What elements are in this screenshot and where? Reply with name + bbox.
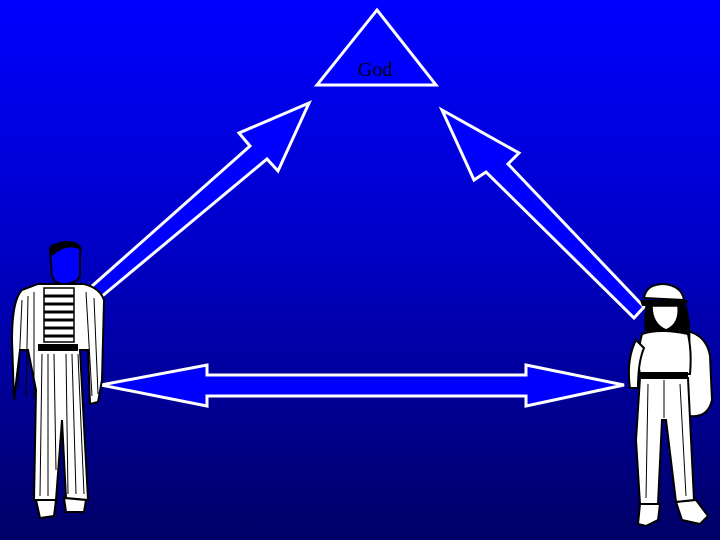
god-triangle-icon: [313, 7, 440, 87]
woman-figure-icon: [627, 282, 714, 528]
god-node: God: [313, 7, 440, 87]
arrow-woman-to-god: [438, 106, 647, 321]
god-label: God: [358, 59, 392, 81]
man-figure-icon: [10, 241, 106, 520]
arrow-man-woman-double: [100, 363, 625, 408]
arrow-man-to-god: [88, 100, 312, 300]
